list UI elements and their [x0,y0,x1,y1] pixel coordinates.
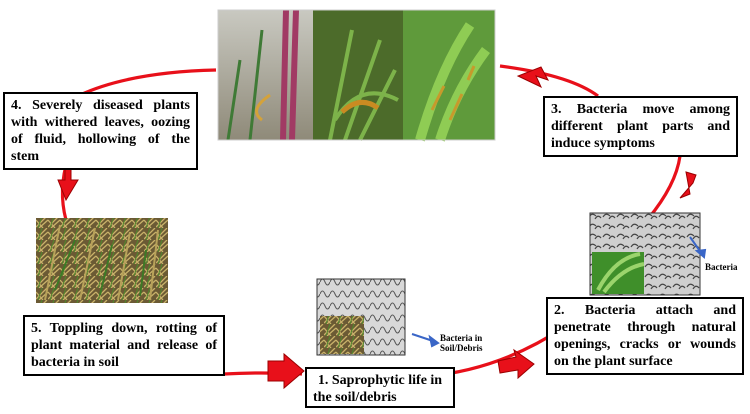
connector-2-3 [646,155,682,221]
stage-1-line-2: the soil/debris [313,390,397,405]
stage-box-3: 3. Bacteria move among different plant p… [543,96,738,157]
stage-3-line-2: different plant parts and [551,119,730,134]
plant-bacteria-label: Bacteria [705,262,738,272]
soil-debris-photo [320,316,364,354]
stage-1-line-1: 1. Saprophytic life in [317,373,443,388]
soil-bacteria-label: Bacteria in Soil/Debris [440,333,483,353]
symptom-photos [217,9,496,142]
stage-3-line-3: induce symptoms [551,136,655,151]
connector-3-top [499,64,599,98]
stage-5-line-2: plant material and release of [31,338,217,353]
stage-4-line-3: of fluid, hollowing of the [11,132,190,147]
photo-withered-leaves [313,10,403,140]
stage-5-line-3: bacteria in soil [31,355,119,370]
pointers [411,236,707,348]
stage-2-line-4: on the plant surface [554,354,673,369]
arrow-to-top [516,66,550,89]
plant-micrograph [589,212,701,296]
stage-2-line-1: 2. Bacteria attach and [554,303,736,318]
arrow-to-stage-2 [497,348,535,380]
connector-top-4 [79,68,217,97]
arrow-to-stage-4 [57,167,79,202]
stage-3-line-1: 3. Bacteria move among [551,102,730,117]
soil-micrograph [316,278,406,356]
stage-box-4: 4. Severely diseased plants with withere… [3,92,198,170]
stage-5-line-1: 5. Toppling down, rotting of [31,321,217,336]
stage-4-line-4: stem [11,149,39,164]
soil-bacteria-label-line-2: Soil/Debris [440,343,483,353]
field-photo [36,218,168,303]
stage-2-line-2: penetrate through natural [554,320,736,335]
stage-box-5: 5. Toppling down, rotting of plant mater… [23,315,225,376]
cycle-arrows [57,66,697,390]
stage-box-1: 1. Saprophytic life in the soil/debris [305,367,455,408]
arrow-to-stage-1 [267,352,305,390]
stage-box-2: 2. Bacteria attach and penetrate through… [546,297,744,375]
stage-4-line-1: 4. Severely diseased plants [11,98,190,113]
soil-bacteria-label-line-1: Bacteria in [440,333,483,343]
stage-4-line-2: with withered leaves, oozing [11,115,190,130]
stage-2-line-3: openings, cracks or wounds [554,337,736,352]
arrow-to-stage-3 [679,171,697,199]
